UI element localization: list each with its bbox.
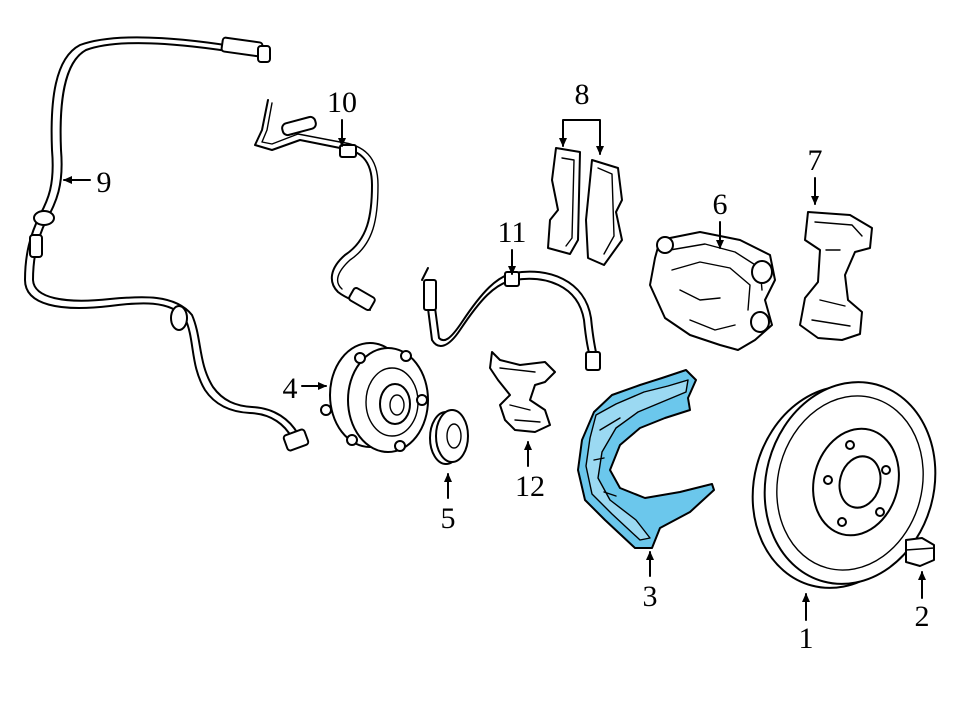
part-7-caliper-bracket xyxy=(799,211,873,341)
brake-pad-right xyxy=(585,159,623,266)
arrow-8-bracket xyxy=(562,119,601,153)
sensor-head xyxy=(282,428,310,452)
cable-grommet xyxy=(33,210,55,226)
part-8-brake-pads xyxy=(547,147,623,266)
rotor-center-bore xyxy=(838,455,882,509)
hub-center xyxy=(379,383,411,425)
part-2-bolt xyxy=(905,537,935,567)
callout-2: 2 xyxy=(915,600,930,633)
part-11-brake-hose xyxy=(421,267,601,371)
sensor-connector xyxy=(348,287,376,311)
cable-connector-top xyxy=(220,36,264,58)
callout-7: 7 xyxy=(808,144,823,177)
caliper-bolt-boss xyxy=(751,260,773,284)
part-5-seal-ring xyxy=(429,409,469,465)
caliper-bolt-boss-lower xyxy=(750,311,770,333)
part-1-brake-rotor xyxy=(751,381,937,589)
caliper-bleeder xyxy=(656,236,674,254)
hose-fitting-bottom xyxy=(585,351,601,371)
leader-arrows xyxy=(63,119,926,621)
callout-labels: 1 2 3 4 5 6 7 8 9 10 11 12 xyxy=(97,78,930,655)
part-9-abs-sensor-cable xyxy=(24,36,310,452)
part-12-bracket xyxy=(489,351,556,433)
callout-3: 3 xyxy=(643,580,658,613)
callout-5: 5 xyxy=(441,502,456,535)
sensor-probe xyxy=(281,115,317,137)
callout-10: 10 xyxy=(327,86,357,119)
callout-9: 9 xyxy=(97,166,112,199)
hose-fitting-top xyxy=(423,279,437,311)
cable-plug-end xyxy=(257,45,271,63)
part-6-brake-caliper xyxy=(649,231,776,351)
part-10-wear-sensor xyxy=(254,99,379,311)
part-4-wheel-hub xyxy=(320,342,429,453)
callout-12: 12 xyxy=(515,470,545,503)
callout-6: 6 xyxy=(713,188,728,221)
brake-pad-left xyxy=(547,147,581,255)
callout-1: 1 xyxy=(799,622,814,655)
callout-8: 8 xyxy=(575,78,590,111)
part-3-dust-shield xyxy=(577,369,715,549)
callout-11: 11 xyxy=(498,216,527,249)
cable-grommet-lower xyxy=(170,305,188,331)
sensor-clip xyxy=(339,144,357,158)
cable-clip xyxy=(29,234,43,258)
callout-4: 4 xyxy=(283,372,298,405)
